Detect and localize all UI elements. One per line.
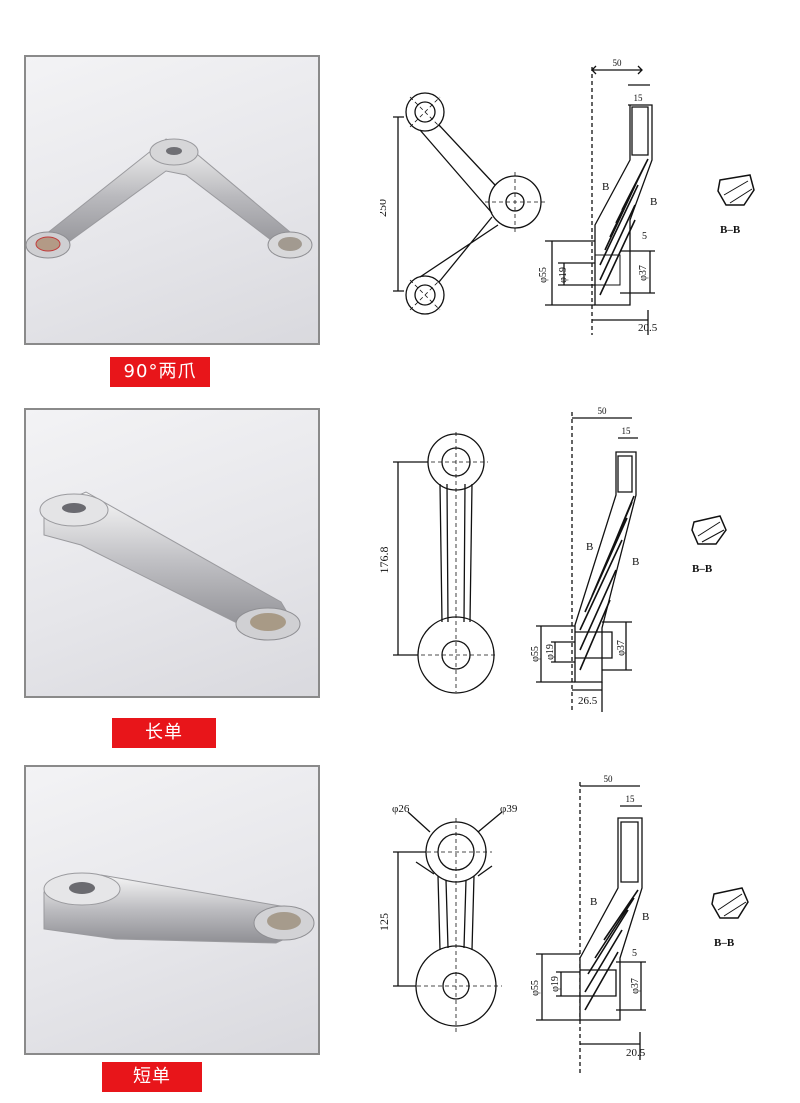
technical-drawing-long-single: 176.8 50 15 B B φ55 φ19 φ37 26.5 B–B bbox=[380, 406, 727, 712]
dimension-offset: 20.5 bbox=[626, 1047, 646, 1059]
dimension-hole-diameter: φ19 bbox=[558, 267, 569, 283]
dimension-step: 5 bbox=[632, 948, 637, 959]
product-section-1: 90°两爪 250 50 bbox=[0, 0, 800, 390]
technical-drawing-two-claw: 250 50 15 B B 5 φ55 φ19 φ37 20.5 B–B bbox=[380, 58, 755, 335]
product-section-3: 短单 φ26 φ39 125 50 15 B B bbox=[0, 750, 800, 1103]
dimension-outer-diameter: φ55 bbox=[530, 646, 541, 662]
product-section-2: 长单 176.8 50 15 B B φ55 φ19 φ37 bbox=[0, 390, 800, 750]
dimension-offset: 26.5 bbox=[578, 695, 598, 707]
product-photo-short-single bbox=[24, 765, 320, 1055]
section-cut-mark: B bbox=[602, 181, 609, 193]
dimension-counterbore-diameter: φ37 bbox=[638, 265, 649, 281]
dimension-outer-diameter-front: φ39 bbox=[500, 803, 518, 815]
product-photo-two-claw bbox=[24, 55, 320, 345]
section-cut-mark-2: B bbox=[642, 911, 649, 923]
dimension-counterbore-diameter: φ37 bbox=[616, 640, 627, 656]
section-cut-mark: B bbox=[586, 541, 593, 553]
dimension-outer-diameter: φ55 bbox=[530, 980, 541, 996]
section-cut-mark-2: B bbox=[650, 196, 657, 208]
dimension-width-top: 50 bbox=[613, 58, 623, 68]
dimension-step: 5 bbox=[642, 231, 647, 242]
product-label: 长单 bbox=[112, 718, 216, 748]
dimension-counterbore-diameter: φ37 bbox=[630, 978, 641, 994]
dimension-hole-diameter: φ19 bbox=[550, 976, 561, 992]
dimension-hole-diameter: φ19 bbox=[545, 644, 556, 660]
dimension-height: 176.8 bbox=[380, 547, 391, 574]
dimension-height: 125 bbox=[380, 913, 391, 931]
dimension-offset: 20.5 bbox=[638, 322, 658, 334]
section-label: B–B bbox=[720, 224, 741, 236]
section-cut-mark: B bbox=[590, 896, 597, 908]
section-label: B–B bbox=[714, 937, 735, 949]
section-cut-mark-2: B bbox=[632, 556, 639, 568]
dimension-height: 250 bbox=[380, 199, 389, 217]
dimension-width-inner: 15 bbox=[634, 93, 644, 103]
dimension-width-top: 50 bbox=[598, 406, 608, 416]
dimension-outer-diameter: φ55 bbox=[538, 267, 549, 283]
technical-drawing-short-single: φ26 φ39 125 50 15 B B 5 φ55 φ19 φ37 20.5… bbox=[380, 774, 749, 1075]
section-label: B–B bbox=[692, 563, 713, 575]
product-photo-long-single bbox=[24, 408, 320, 698]
dimension-width-top: 50 bbox=[604, 774, 614, 784]
product-label: 短单 bbox=[102, 1062, 202, 1092]
dimension-width-inner: 15 bbox=[622, 426, 632, 436]
product-label: 90°两爪 bbox=[110, 357, 210, 387]
dimension-inner-diameter: φ26 bbox=[392, 803, 410, 815]
dimension-width-inner: 15 bbox=[626, 794, 636, 804]
